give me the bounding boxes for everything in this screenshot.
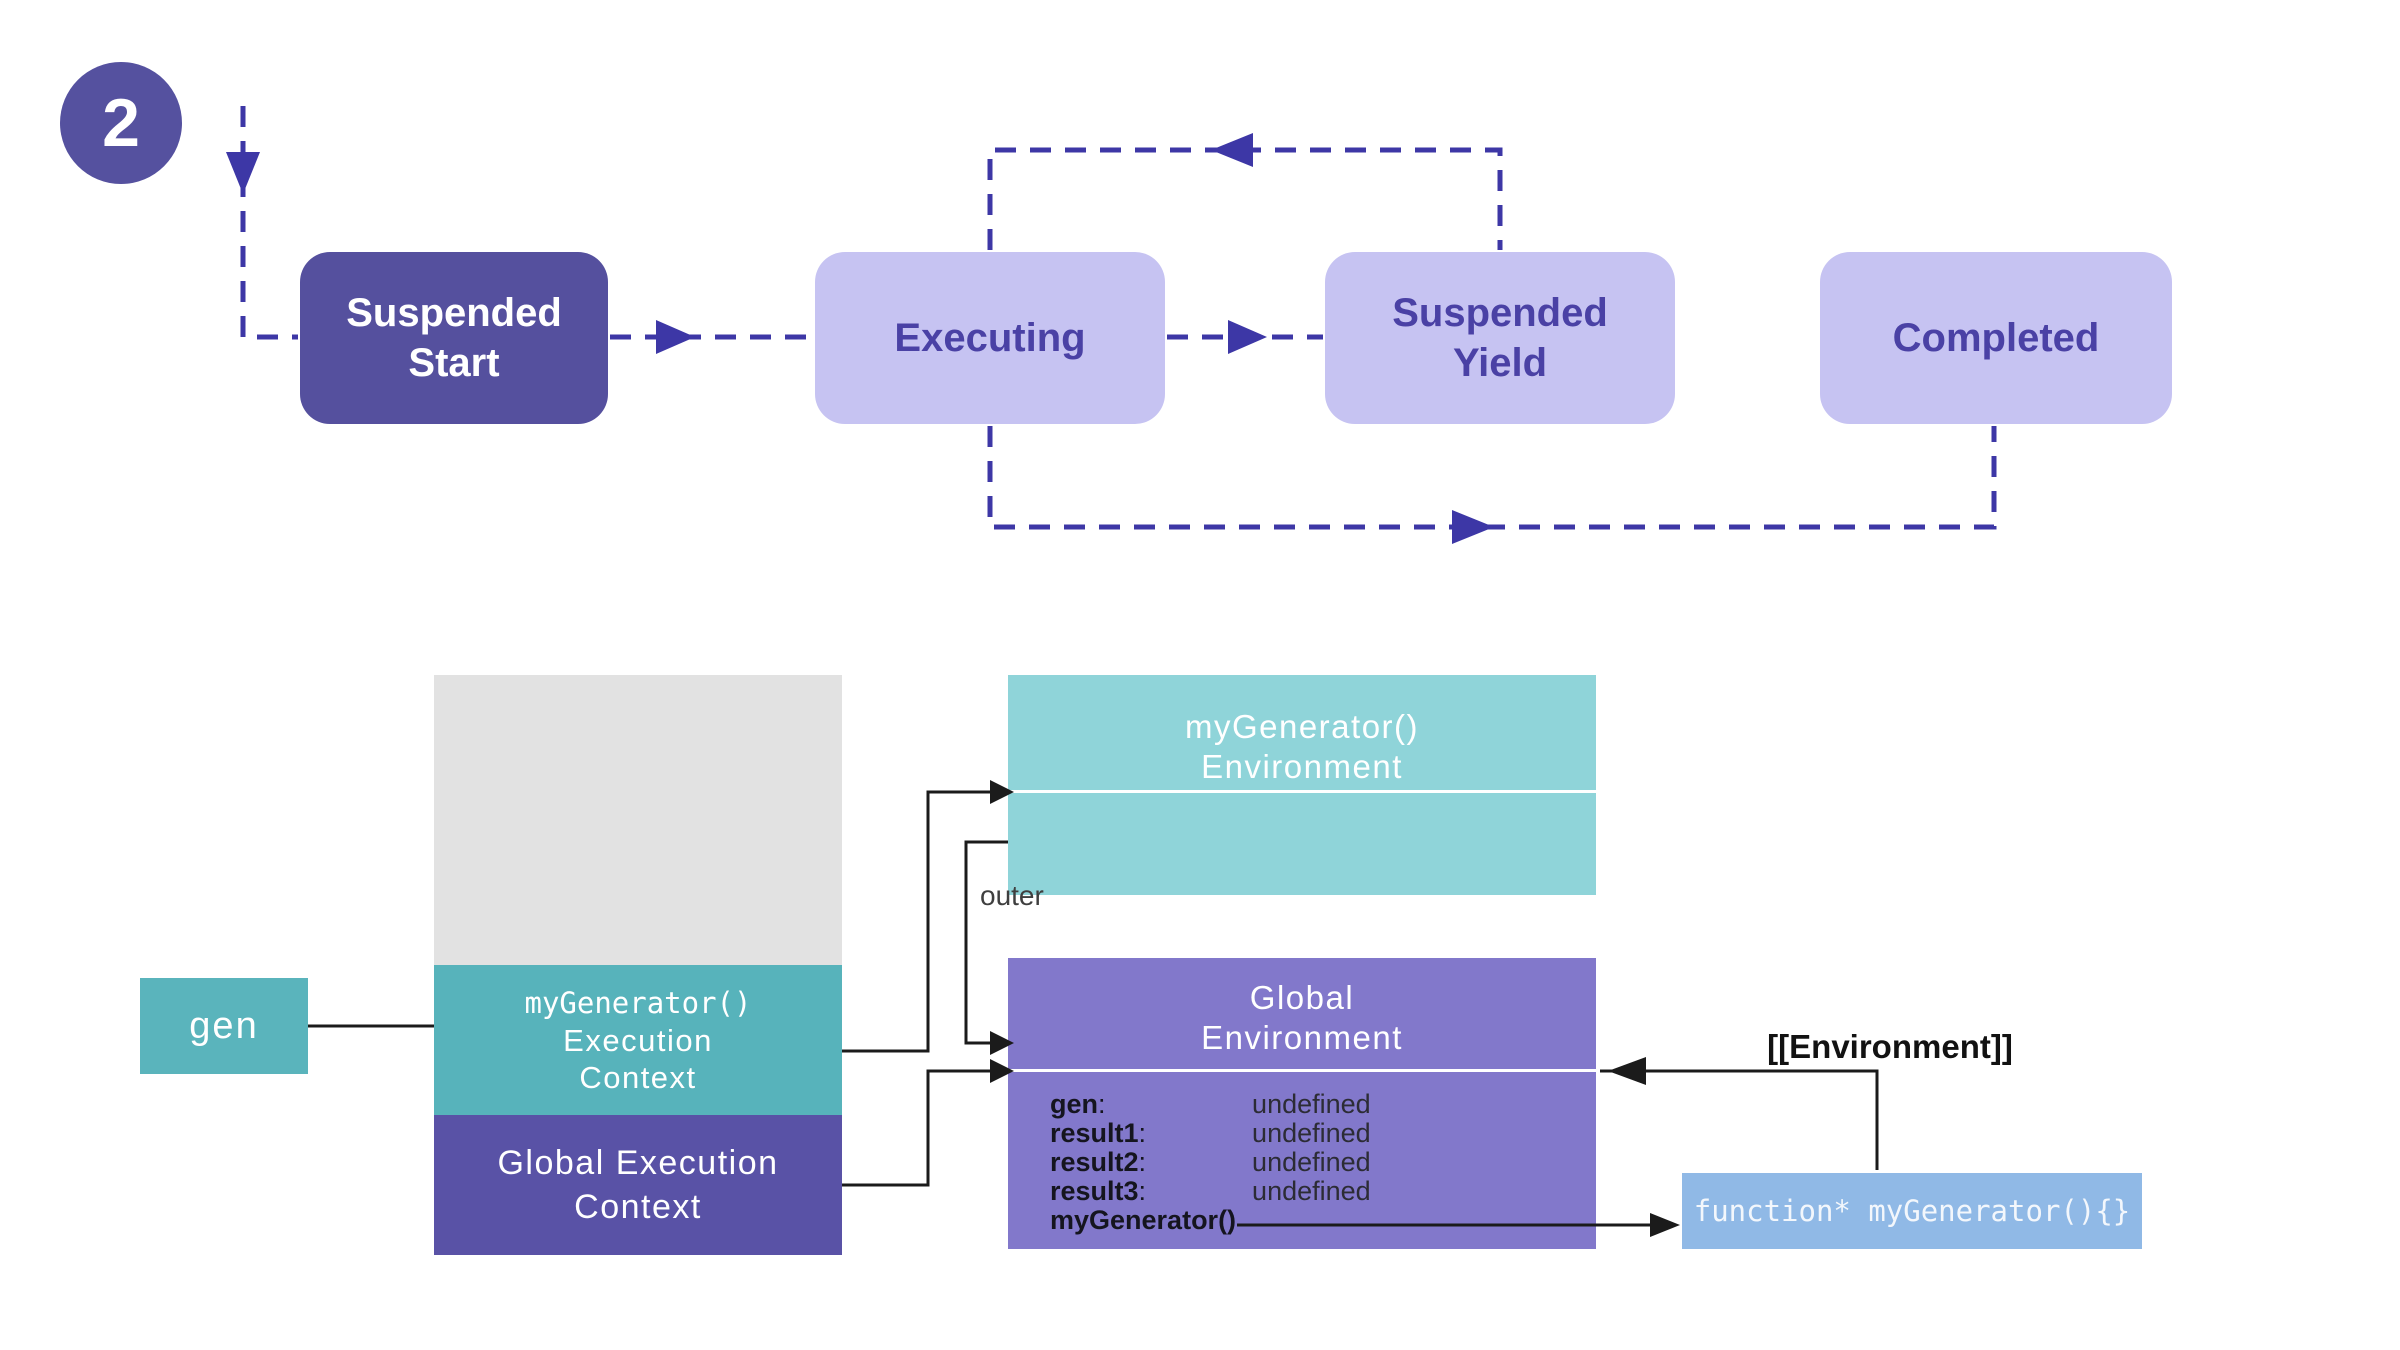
state-suspended-start: Suspended Start [300,252,608,424]
state-executing: Executing [815,252,1165,424]
global-environment-variable-list: gen: undefined result1: undefined result… [1050,1090,1371,1235]
env-variable-name-text: myGenerator() [1050,1205,1237,1235]
env-variable-name: result1: [1050,1119,1236,1148]
global-environment-title-line1: Global [1249,979,1355,1016]
generator-environment-box: myGenerator() Environment [1008,675,1596,895]
global-context-to-environment-line [842,1069,990,1187]
global-environment-box: Global Environment gen: undefined result… [1008,958,1596,1249]
environment-slot-arrowhead-icon [1608,1057,1646,1085]
outer-reference-label: outer [980,880,1044,911]
to-executing-arrowhead-icon [656,320,695,354]
step-number-badge: 2 [60,62,182,184]
frame-generator-title-line3: Context [579,1059,697,1095]
call-stack-empty-area [434,675,842,965]
env-variable-name: result3: [1050,1177,1236,1206]
env-variable-name: myGenerator() [1050,1206,1236,1235]
generator-environment-divider [1008,790,1596,793]
state-suspended-yield: Suspended Yield [1325,252,1675,424]
generator-environment-title-line1: myGenerator() [1184,708,1420,745]
generator-context-to-environment-line [842,790,990,1053]
global-environment-title-line2: Environment [1201,1019,1403,1056]
env-variable-value: undefined [1252,1118,1371,1148]
outer-reference-line [964,840,1008,1045]
function-box-arrowhead-icon [1650,1213,1680,1237]
env-variable-colon: : [1098,1089,1106,1119]
environment-slot-line [1600,1069,1879,1170]
generator-environment-title: myGenerator() Environment [1008,707,1596,787]
frame-global-title-line1: Global Execution [497,1144,779,1182]
env-variable-value: undefined [1252,1089,1371,1119]
env-variable-value [1252,1206,1371,1235]
frame-generator-title-line1: myGenerator() [524,985,752,1020]
env-variable-value: undefined [1252,1176,1371,1206]
to-completed-arrowhead-icon [1452,510,1494,544]
env-variable-value: undefined [1252,1147,1371,1177]
env-variable-name-text: result3 [1050,1176,1139,1206]
stack-frame-global-execution-context: Global Execution Context [434,1115,842,1255]
state-completed: Completed [1820,252,2172,424]
env-variable-name: result2: [1050,1148,1236,1177]
to-suspendedyield-arrowhead-icon [1228,320,1267,354]
stack-frame-generator-execution-context: myGenerator() Execution Context [434,965,842,1115]
gen-variable-box: gen [140,978,308,1074]
generator-environment-title-line2: Environment [1201,748,1403,785]
frame-generator-title-line2: Execution [563,1022,713,1058]
env-variable-name-text: result2 [1050,1147,1139,1177]
global-environment-divider [1008,1069,1596,1072]
function-definition-box: function* myGenerator(){} [1682,1173,2142,1249]
start-arrowhead-icon [226,152,260,194]
executing-to-completed-loop-line [987,426,1997,530]
env-variable-name-text: result1 [1050,1118,1139,1148]
global-environment-title: Global Environment [1008,978,1596,1058]
env-variable-colon: : [1138,1118,1147,1148]
environment-internal-slot-label: [[Environment]] [1767,1028,2013,1065]
env-variable-name: gen: [1050,1090,1236,1119]
suspendedyield-to-executing-loop-line [987,147,1503,250]
env-variable-name-text: gen [1050,1089,1099,1119]
loop-back-arrowhead-icon [1211,133,1253,167]
frame-global-title-line2: Context [574,1188,702,1226]
start-transition-line [240,106,298,340]
env-variable-colon: : [1138,1176,1147,1206]
env-variable-colon: : [1138,1147,1147,1177]
